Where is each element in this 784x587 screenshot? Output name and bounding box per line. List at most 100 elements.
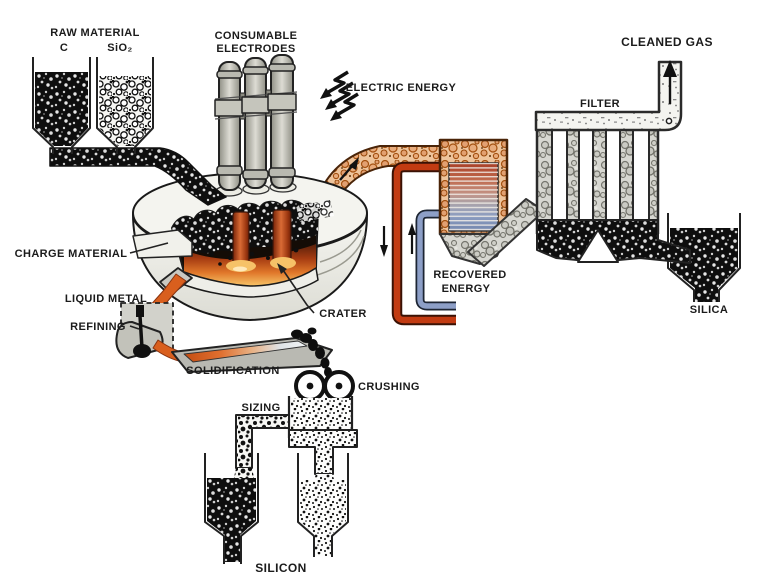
- gas-flow-arrow: [339, 164, 354, 181]
- sizing-label: SIZING: [241, 402, 280, 414]
- silicon-fine-fill: [300, 480, 346, 535]
- manifold-port: [665, 117, 673, 125]
- solidification-label: SOLIDIFICATION: [186, 365, 279, 377]
- electrodes-label-2: ELECTRODES: [216, 43, 295, 55]
- silica-fill: [670, 228, 738, 288]
- electrode-clamp: [214, 99, 244, 117]
- sizing-outlet-tee: [288, 429, 358, 475]
- charge-material-label: CHARGE MATERIAL: [15, 248, 128, 260]
- sizing-left-channel: [235, 414, 290, 469]
- hopper-wall: [204, 453, 225, 564]
- liquid-metal-label: LIQUID METAL: [65, 293, 147, 305]
- solidification: SOLIDIFICATION: [171, 327, 333, 377]
- chunk-cascade: [291, 327, 332, 377]
- raw-material-section: RAW MATERIAL C SiO₂: [32, 27, 227, 206]
- cooling-metal-strip: [183, 340, 308, 363]
- callouts: CHARGE MATERIAL CRATER: [15, 242, 366, 320]
- electrode-clamp: [267, 93, 297, 111]
- silica-wall-left: [667, 213, 695, 302]
- electric-energy-label: ELECTRIC ENERGY: [346, 82, 457, 94]
- hot-electrode: [272, 209, 292, 265]
- cleaned-gas-label: CLEANED GAS: [621, 35, 713, 49]
- up-arrowhead: [408, 223, 416, 235]
- stirrer-head: [136, 305, 144, 317]
- electrode-collar-low: [242, 169, 269, 180]
- electrode-shaft: [270, 54, 294, 189]
- filter-bag-slot: [632, 127, 650, 221]
- electrode-collar: [268, 63, 296, 72]
- sizing-box-fill: [291, 398, 351, 432]
- electrode-collar-low: [216, 165, 243, 176]
- hopper-sio2-fill: [99, 76, 151, 146]
- tap-refining: LIQUID METAL REFINING: [65, 267, 193, 363]
- hopper-c-wall: [32, 57, 54, 154]
- crater-hot-core: [233, 266, 247, 272]
- recovered-energy-loop: RECOVERED ENERGY: [380, 161, 506, 326]
- heat-exchanger-fins: [449, 163, 498, 231]
- filter-label: FILTER: [580, 98, 620, 110]
- electric-energy: ELECTRIC ENERGY: [320, 70, 457, 123]
- filter: FILTER CLEANED GAS: [534, 35, 713, 264]
- stirrer-paddle: [133, 344, 151, 358]
- gas-flow-arrowhead: [349, 157, 359, 170]
- filter-hopper-divider: [577, 229, 619, 263]
- feed-channel: [49, 147, 227, 206]
- refining-label: REFINING: [70, 321, 126, 333]
- crater-label: CRATER: [319, 308, 366, 320]
- filter-bag-slot: [578, 127, 594, 221]
- roller-axle: [335, 382, 343, 390]
- electrode-shaft: [218, 61, 241, 191]
- electrode-collar: [216, 70, 243, 79]
- electrode-shaft: [244, 57, 267, 189]
- hearth-lip: [181, 267, 319, 298]
- filter-dust-hoppers: [536, 219, 691, 264]
- filter-bag-slot: [605, 127, 621, 221]
- hopper-sio2-wall: [134, 57, 154, 154]
- filter-bag-slot: [551, 127, 568, 221]
- shell-shading: [319, 229, 362, 263]
- silicon-hoppers: SILICON: [204, 453, 349, 575]
- crushing-label: CRUSHING: [358, 381, 420, 393]
- clamp-rail: [214, 111, 298, 120]
- silicon-coarse-fill: [207, 478, 256, 535]
- raw-material-c-label: C: [60, 42, 68, 54]
- silicon-label: SILICON: [255, 561, 306, 575]
- hot-pipe: [393, 163, 456, 324]
- furnace-interior: [132, 199, 334, 298]
- lightning-bolt-icon: [320, 70, 349, 99]
- hopper-c-fill: [35, 72, 88, 146]
- raw-material-sio2-label: SiO₂: [107, 42, 132, 54]
- clean-gas-manifold: [534, 60, 683, 132]
- silicon-coarse-spout-fill: [225, 535, 240, 562]
- cleaned-gas-arrowhead: [663, 60, 677, 77]
- electrodes-label-1: CONSUMABLE: [215, 30, 298, 42]
- shell-shading: [313, 235, 365, 277]
- crater-bright-spot: [270, 257, 296, 269]
- silica-spout-fill: [695, 288, 718, 302]
- down-arrowhead: [380, 245, 388, 257]
- silica-wall-right: [718, 213, 741, 302]
- silicon-fine-spout-fill: [315, 535, 331, 556]
- raw-material-label: RAW MATERIAL: [50, 27, 140, 39]
- electrode-collar-low: [268, 167, 296, 178]
- silica-hopper: SILICA: [667, 213, 741, 316]
- clamp-rail: [214, 91, 298, 100]
- silica-label: SILICA: [690, 304, 728, 316]
- hot-electrode: [232, 211, 250, 265]
- refining-leader: [129, 325, 140, 330]
- charge-chunks-right: [296, 200, 334, 222]
- hopper-c-wall: [71, 57, 91, 154]
- cold-pipe: [417, 211, 456, 309]
- hopper-wall: [240, 453, 259, 564]
- electrodes: CONSUMABLE ELECTRODES: [214, 30, 298, 191]
- roller-axle: [306, 382, 314, 390]
- recovered-energy-label-2: ENERGY: [442, 283, 491, 295]
- recovered-energy-label-1: RECOVERED: [433, 269, 506, 281]
- crater-leader-arrowhead: [277, 263, 287, 274]
- heat-exchanger: [438, 138, 545, 267]
- electrode-clamp: [241, 96, 270, 114]
- stirrer-rod: [138, 315, 144, 349]
- hopper-sio2-wall: [96, 57, 118, 154]
